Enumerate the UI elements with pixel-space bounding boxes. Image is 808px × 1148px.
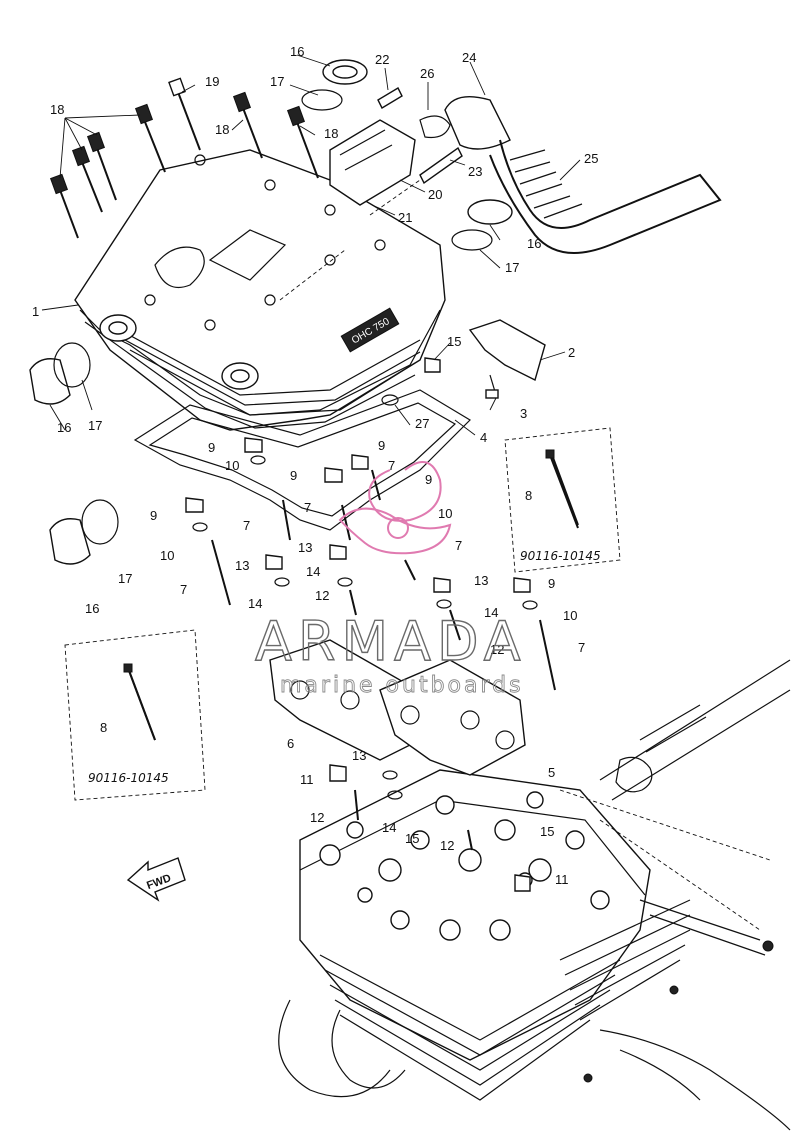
leader-lines bbox=[41, 54, 581, 436]
callout-16: 16 bbox=[57, 420, 71, 435]
callout-17: 17 bbox=[118, 571, 132, 586]
head-studs bbox=[319, 791, 610, 941]
callout-22: 22 bbox=[375, 52, 389, 67]
callout-12: 12 bbox=[440, 838, 454, 853]
callout-24: 24 bbox=[462, 50, 476, 65]
callout-17: 17 bbox=[88, 418, 102, 433]
callout-14: 14 bbox=[248, 596, 262, 611]
callout-9: 9 bbox=[290, 468, 297, 483]
callout-6: 6 bbox=[287, 736, 294, 751]
callout-15: 15 bbox=[447, 334, 461, 349]
callout-13: 13 bbox=[298, 540, 312, 555]
cover-bolts bbox=[49, 77, 319, 239]
callout-25: 25 bbox=[584, 151, 598, 166]
callout-16: 16 bbox=[85, 601, 99, 616]
callout-10: 10 bbox=[160, 548, 174, 563]
callout-15: 15 bbox=[540, 824, 554, 839]
callout-7: 7 bbox=[243, 518, 250, 533]
fwd-arrow-icon: FWD bbox=[126, 857, 186, 902]
callout-1: 1 bbox=[32, 304, 39, 319]
side-caps bbox=[29, 342, 119, 565]
callout-18: 18 bbox=[215, 122, 229, 137]
callout-16: 16 bbox=[527, 236, 541, 251]
callout-8: 8 bbox=[525, 488, 532, 503]
callout-18: 18 bbox=[50, 102, 64, 117]
watermark-tagline: marine outboards bbox=[280, 673, 524, 698]
callout-9: 9 bbox=[425, 472, 432, 487]
callout-2: 2 bbox=[568, 345, 575, 360]
callout-18: 18 bbox=[324, 126, 338, 141]
callout-19: 19 bbox=[205, 74, 219, 89]
callout-17: 17 bbox=[505, 260, 519, 275]
callout-5: 5 bbox=[548, 765, 555, 780]
callout-27: 27 bbox=[415, 416, 429, 431]
ref-box-left bbox=[64, 629, 206, 801]
callout-4: 4 bbox=[480, 430, 487, 445]
callout-13: 13 bbox=[235, 558, 249, 573]
callout-11: 11 bbox=[555, 872, 569, 887]
callout-7: 7 bbox=[388, 458, 395, 473]
callout-12: 12 bbox=[490, 642, 504, 657]
breather-assembly bbox=[279, 59, 722, 301]
rocker-cover: OHC 750 bbox=[74, 149, 446, 431]
callout-labels: 1 2 3 4 5 6 7 7 7 7 7 7 8 8 9 9 9 9 9 9 … bbox=[32, 44, 601, 887]
callout-16: 16 bbox=[290, 44, 304, 59]
callout-7: 7 bbox=[180, 582, 187, 597]
callout-15: 15 bbox=[405, 831, 419, 846]
callout-9: 9 bbox=[208, 440, 215, 455]
watermark-brand: ARMADA bbox=[255, 610, 527, 673]
bracket bbox=[468, 319, 546, 382]
callout-11: 11 bbox=[300, 772, 314, 787]
part-ref-left: 90116-10145 bbox=[88, 771, 169, 785]
callout-21: 21 bbox=[398, 210, 412, 225]
callout-14: 14 bbox=[306, 564, 320, 579]
callout-12: 12 bbox=[315, 588, 329, 603]
watermark: ARMADA marine outboards bbox=[254, 461, 527, 698]
callout-14: 14 bbox=[484, 605, 498, 620]
watermark-logo-icon bbox=[338, 461, 452, 555]
callout-10: 10 bbox=[438, 506, 452, 521]
studs-and-nuts bbox=[127, 357, 579, 892]
callout-7: 7 bbox=[578, 640, 585, 655]
callout-10: 10 bbox=[225, 458, 239, 473]
callout-7: 7 bbox=[455, 538, 462, 553]
callout-9: 9 bbox=[548, 576, 555, 591]
callout-12: 12 bbox=[310, 810, 324, 825]
callout-3: 3 bbox=[520, 406, 527, 421]
callout-13: 13 bbox=[352, 748, 366, 763]
callout-9: 9 bbox=[378, 438, 385, 453]
callout-17: 17 bbox=[270, 74, 284, 89]
callout-8: 8 bbox=[100, 720, 107, 735]
callout-13: 13 bbox=[474, 573, 488, 588]
callout-10: 10 bbox=[563, 608, 577, 623]
callout-7: 7 bbox=[304, 500, 311, 515]
ref-box-right bbox=[504, 427, 621, 573]
cylinder-head-assembly bbox=[278, 659, 791, 1131]
callout-9: 9 bbox=[150, 508, 157, 523]
cam-holders bbox=[269, 639, 526, 776]
callout-20: 20 bbox=[428, 187, 442, 202]
callout-23: 23 bbox=[468, 164, 482, 179]
callout-26: 26 bbox=[420, 66, 434, 81]
part-ref-right: 90116-10145 bbox=[520, 549, 601, 563]
callout-14: 14 bbox=[382, 820, 396, 835]
